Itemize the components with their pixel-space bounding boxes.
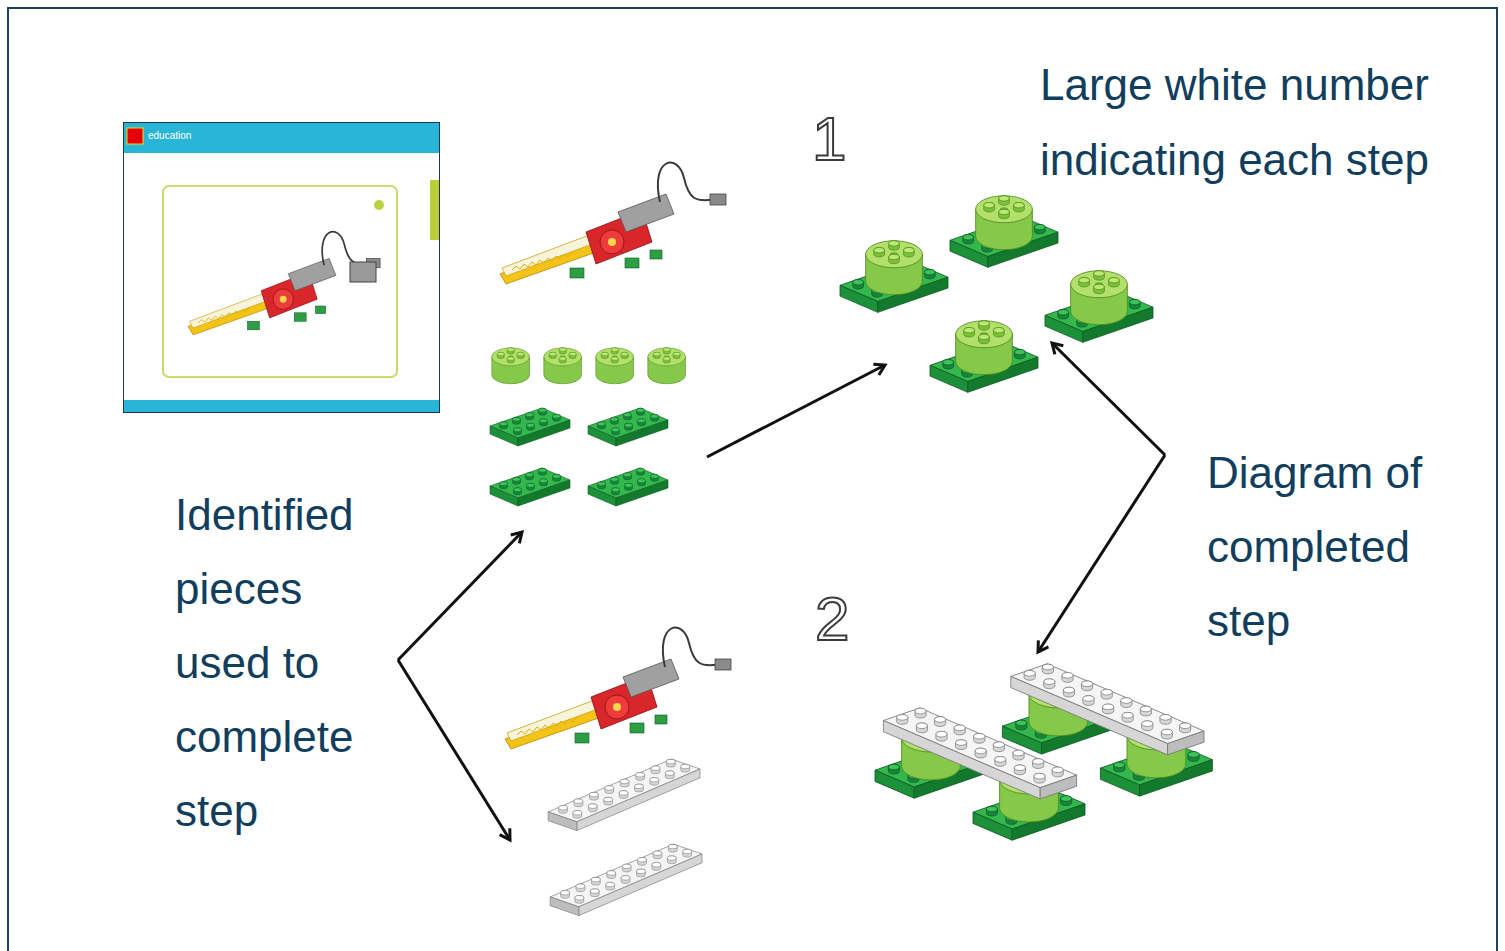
step-number: 1: [812, 108, 846, 170]
node-text: education: [148, 130, 191, 141]
leader-arrows: [398, 343, 1165, 840]
frame: [8, 8, 1497, 951]
step-number: 2: [815, 588, 849, 650]
pieces-step-2: [548, 759, 702, 916]
app-thumbnail: education: [123, 122, 440, 413]
callout-text: Identified pieces used to complete step: [175, 478, 375, 848]
result-step-1: [840, 196, 1153, 393]
callout-text: Diagram of completed step: [1207, 436, 1447, 658]
model-step-2: [505, 628, 731, 749]
thumbnail-art: [124, 123, 439, 412]
model-step-1: [500, 163, 726, 284]
callout-text: Large white number indicating each step: [1040, 47, 1495, 197]
result-step-2: [875, 664, 1212, 840]
pieces-step-1: [490, 348, 686, 506]
